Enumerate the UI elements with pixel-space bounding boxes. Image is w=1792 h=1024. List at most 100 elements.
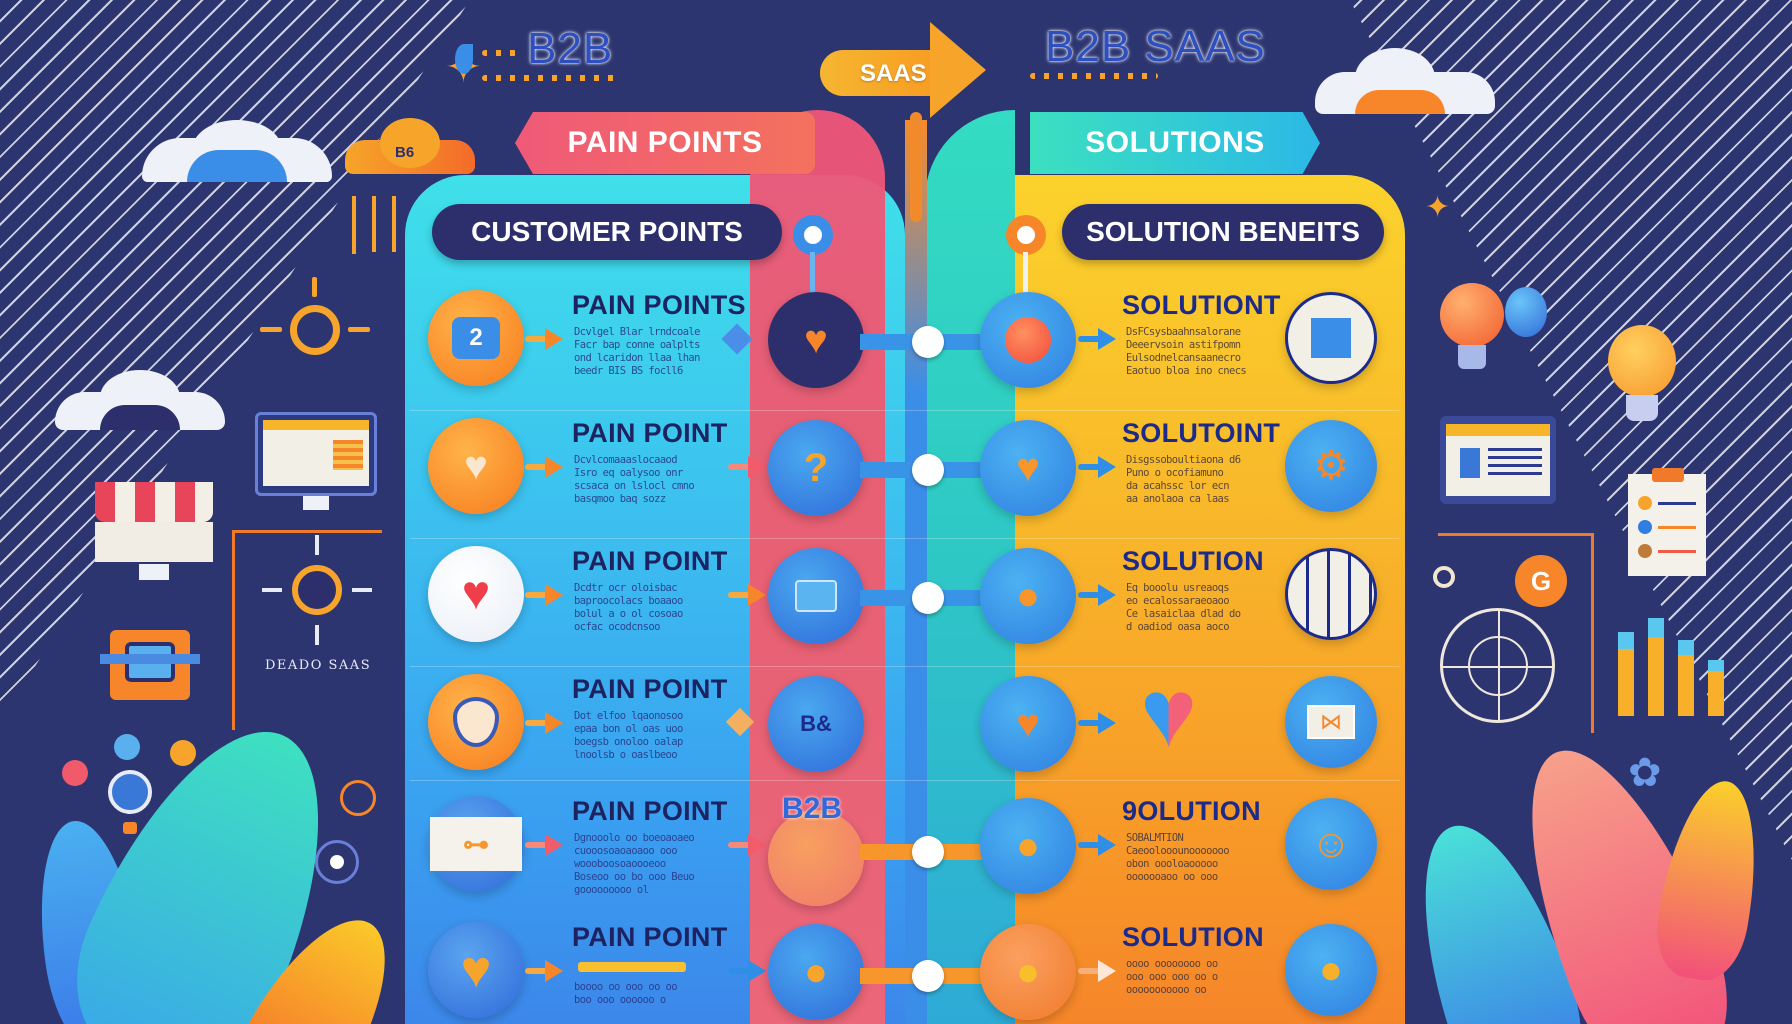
saas-arrow-label: SAAS xyxy=(860,60,927,87)
comparison-row: ♥ PAIN POINT boooo oo ooo oo oo boo ooo … xyxy=(0,922,1792,1024)
dotted-line xyxy=(482,75,617,81)
pain-points-banner: PAIN POINTS xyxy=(515,112,815,174)
sun-badge-icon xyxy=(262,535,372,645)
solution-title: SOLUTION xyxy=(1122,922,1264,952)
flower-icon: ✿ xyxy=(1628,751,1662,795)
pain-point-description: Dcvlcomaaaslocaaod Isro eq oalysoo onr s… xyxy=(574,454,695,505)
orange-connector-line-right xyxy=(1438,533,1594,733)
heart-question-icon: ♥ xyxy=(768,292,864,388)
sun-icon xyxy=(260,275,370,385)
pain-point-title: PAIN POINT xyxy=(572,796,728,826)
timeline-connector xyxy=(860,960,985,992)
timeline-knob xyxy=(912,582,944,614)
arrow-icon xyxy=(728,834,768,856)
arrow-icon xyxy=(1078,328,1118,350)
ship-wheel-icon xyxy=(1440,608,1555,723)
chat-bubble-icon: 2 xyxy=(428,290,524,386)
pain-point-description: Dot elfoo lqaonosoo epaa bon ol oas uoo … xyxy=(574,710,683,761)
solution-description: oooo oooooooo oo ooo ooo ooo oo o oooooo… xyxy=(1126,958,1218,996)
network-nodes-icon xyxy=(58,730,198,840)
broken-heart-icon: ♥ xyxy=(1140,660,1197,767)
pain-point-title: PAIN POINTS xyxy=(572,290,746,320)
mail-icon: ⋈ xyxy=(1285,676,1377,768)
b2b-label: B2B xyxy=(782,792,843,825)
solutions-banner: SOLUTIONS xyxy=(1030,112,1320,174)
heart-face-icon: ♥ xyxy=(428,922,524,1018)
pain-point-description: Dcvlgel Blar lrndcoale Facr bap conne oa… xyxy=(574,326,700,377)
saas-arrow: SAAS xyxy=(820,22,986,118)
clipboard-checklist-icon xyxy=(1628,468,1706,576)
question-person-icon: ? xyxy=(768,420,864,516)
balloon-orange-icon xyxy=(1440,283,1504,378)
heart-icon: ♥ xyxy=(428,546,524,642)
timeline-connector xyxy=(860,836,985,868)
header-left-label: B2B xyxy=(527,24,614,73)
pain-point-description: boooo oo ooo oo oo boo ooo oooooo o xyxy=(574,981,678,1006)
heart-shield-icon xyxy=(980,292,1076,388)
right-node-stem xyxy=(1023,252,1028,310)
arrow-icon xyxy=(525,834,565,856)
magnifier-icon xyxy=(1433,566,1455,588)
presenter-icon: ● xyxy=(980,798,1076,894)
pain-point-title: PAIN POINT xyxy=(572,546,728,576)
b2b-handshake-icon: B& xyxy=(768,676,864,772)
small-label: DEADO SAAS xyxy=(265,658,372,673)
businessman-icon: ● xyxy=(768,924,864,1020)
solution-title: SOLUTIONT xyxy=(1122,290,1281,320)
left-node-stem xyxy=(810,252,815,310)
pain-point-description: Dgnooolo oo boeoaoaeo cuooosoaoaoaoo ooo… xyxy=(574,832,695,896)
timeline-connector xyxy=(860,326,985,358)
support-agent-icon: ☺ xyxy=(1285,798,1377,890)
handshake-card-icon: ⊶ xyxy=(428,796,524,892)
heart-person-icon: ♥ xyxy=(980,420,1076,516)
cloud-icon-2 xyxy=(55,370,225,430)
arrow-icon xyxy=(1078,834,1118,856)
pain-point-title: PAIN POINT xyxy=(572,922,728,952)
heart-question-icon: ♥ xyxy=(980,676,1076,772)
arrow-icon xyxy=(525,960,565,982)
solution-description: Eq booolu usreaoqs eo ecalossaraeoaoo Ce… xyxy=(1126,582,1241,633)
right-header-node xyxy=(1006,215,1046,255)
arrow-icon xyxy=(728,456,768,478)
sparkle-icon-right: ✦ xyxy=(1425,191,1451,224)
timeline-connector xyxy=(860,582,985,614)
woman-avatar-icon: ● xyxy=(1285,924,1377,1016)
dotted-line xyxy=(482,50,517,56)
comparison-row: PAIN POINT Dot elfoo lqaonosoo epaa bon … xyxy=(0,666,1792,802)
balloon-blue-icon xyxy=(1505,287,1547,337)
timeline-knob xyxy=(912,454,944,486)
comparison-row: ⊶ PAIN POINT Dgnooolo oo boeoaoaeo cuooo… xyxy=(0,792,1792,924)
solution-description: SOBALMTION Caeoolooounooooooo obon ooolo… xyxy=(1126,832,1230,883)
browser-window-icon xyxy=(1440,416,1556,504)
monitor-dashboard-icon xyxy=(255,412,377,512)
comparison-row: 2 PAIN POINTS Dcvlgel Blar lrndcoale Fac… xyxy=(0,290,1792,418)
comparison-row: ♥ PAIN POINT Dcdtr ocr oloisbac baprooco… xyxy=(0,546,1792,674)
row-divider xyxy=(410,538,1400,539)
solution-title: SOLUTION xyxy=(1122,546,1264,576)
solution-benefits-header: SOLUTION BENEITS xyxy=(1062,204,1384,260)
hanging-lines-icon xyxy=(352,196,402,256)
globe-dashboard-icon xyxy=(1285,292,1377,384)
cloud-icon-right xyxy=(1315,48,1495,114)
solution-description: DsFCsysbaahnsalorane Deeervsoin astifpom… xyxy=(1126,326,1247,377)
row-divider xyxy=(410,410,1400,411)
arrow-icon xyxy=(525,328,565,350)
timeline-knob xyxy=(912,326,944,358)
arrow-stem xyxy=(910,112,922,222)
left-header-node xyxy=(793,215,833,255)
b2b-hands-icon xyxy=(768,810,864,906)
g-badge-icon: G xyxy=(1515,555,1567,607)
timeline-connector xyxy=(860,454,985,486)
highlight-bar xyxy=(578,962,686,972)
blue-shape-icon xyxy=(455,44,473,74)
pain-point-title: PAIN POINT xyxy=(572,674,728,704)
target-icon xyxy=(315,840,359,884)
lightbulb-icon xyxy=(1608,325,1676,435)
compass-icon xyxy=(340,780,376,816)
b2b-screen-icon xyxy=(768,548,864,644)
timeline-knob xyxy=(912,836,944,868)
arrow-icon xyxy=(1078,456,1118,478)
arrow-icon xyxy=(728,584,768,606)
solution-title: 9OLUTION xyxy=(1122,796,1261,826)
pain-point-description: Dcdtr ocr oloisbac baproocolacs boaaoo b… xyxy=(574,582,683,633)
